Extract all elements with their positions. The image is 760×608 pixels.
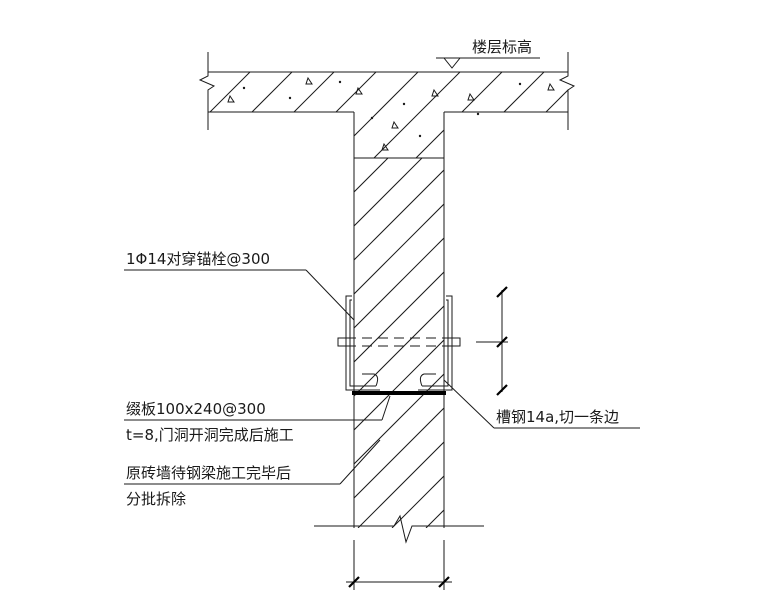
hatch-line <box>354 203 444 295</box>
hatch-line <box>208 72 251 158</box>
aggregate-dot <box>288 96 292 100</box>
aggregate-mark <box>227 94 235 103</box>
dimension-line-vertical <box>476 286 508 396</box>
aggregate-mark <box>467 92 475 101</box>
hatch-line <box>354 169 444 261</box>
hatch-line <box>499 72 568 158</box>
hatch-line <box>357 441 444 528</box>
wall-removal-label-2: 分批拆除 <box>126 490 186 508</box>
hatch-line <box>391 475 444 528</box>
channel-steel-label: 槽钢14a,切一条边 <box>496 408 619 426</box>
batten-plate-label-1: 缀板100x240@300 <box>126 400 266 418</box>
channel-steel-right <box>418 295 453 391</box>
hatch-line <box>415 72 503 158</box>
aggregate-mark <box>381 142 389 151</box>
hatch-line <box>425 509 444 528</box>
hatch-line <box>208 72 293 158</box>
aggregate-mark <box>547 82 555 91</box>
wall-removal-label-1: 原砖墙待钢梁施工完毕后 <box>126 464 291 482</box>
batten-plate-callout: 缀板100x240@300 t=8,门洞开洞完成后施工 <box>124 395 391 444</box>
hatch-line <box>354 158 423 227</box>
brick-wall <box>314 158 484 544</box>
through-anchor-bolt <box>337 337 461 347</box>
aggregate-dot <box>338 80 342 84</box>
hatch-line <box>354 305 444 397</box>
hatch-line <box>354 339 444 431</box>
hatch-line <box>354 271 444 363</box>
aggregate-mark <box>431 88 439 97</box>
floor-level-marker: 楼层标高 <box>436 38 540 69</box>
aggregate-dot <box>418 134 422 138</box>
hatch-line <box>373 72 461 158</box>
hatch-line <box>289 72 377 158</box>
aggregate-mark <box>355 86 363 95</box>
hatch-line <box>541 72 568 158</box>
hatch-line <box>354 407 444 499</box>
aggregate-mark <box>305 76 313 85</box>
channel-steel-callout: 槽钢14a,切一条边 <box>443 379 640 429</box>
aggregate-dot <box>476 112 480 116</box>
aggregate-dot <box>370 116 374 120</box>
anchor-bolt-callout: 1Φ14对穿锚栓@300 <box>124 250 355 321</box>
anchor-bolt-label: 1Φ14对穿锚栓@300 <box>126 250 270 268</box>
hatch-line <box>247 72 335 158</box>
wall-removal-callout: 原砖墙待钢梁施工完毕后 分批拆除 <box>124 439 381 508</box>
hatch-line <box>331 72 419 158</box>
hatch-line <box>457 72 545 158</box>
batten-plate-label-2: t=8,门洞开洞完成后施工 <box>126 426 294 444</box>
hatch-line <box>208 72 209 158</box>
aggregate-mark <box>391 120 399 129</box>
aggregate-dot <box>402 102 406 106</box>
concrete-slab-beam <box>198 52 576 159</box>
aggregate-dot <box>242 86 246 90</box>
channel-steel-left <box>345 295 380 391</box>
dimension-line-horizontal <box>346 540 452 590</box>
aggregate-dot <box>518 82 522 86</box>
floor-level-label: 楼层标高 <box>472 38 532 56</box>
